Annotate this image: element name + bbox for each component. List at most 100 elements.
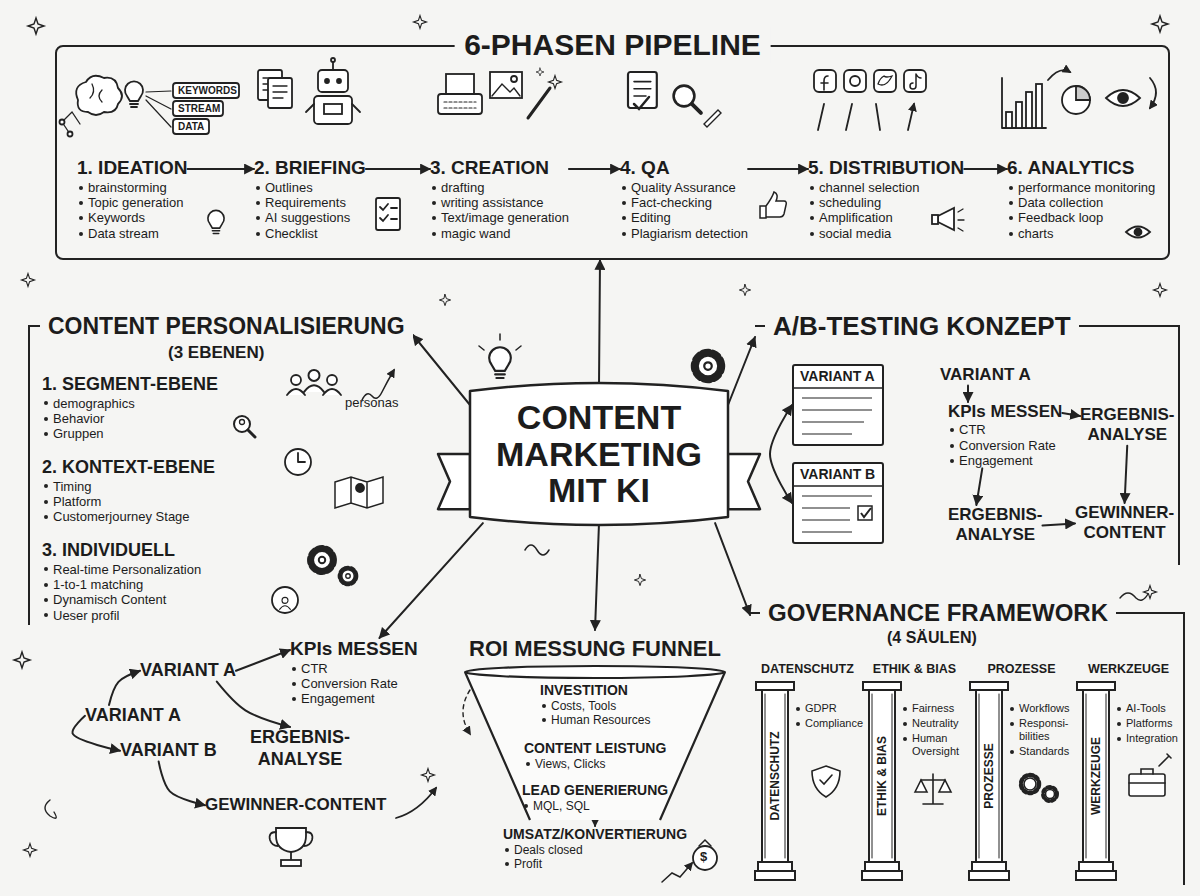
heading: PROZESSE bbox=[968, 662, 1075, 677]
connector-arrow bbox=[967, 385, 969, 402]
bullet-item: Platforms bbox=[1115, 717, 1182, 730]
connector-arrow bbox=[595, 523, 599, 630]
bullet-item: Fairness bbox=[901, 702, 968, 715]
connector-arrow bbox=[366, 168, 430, 170]
bullet-item: demographics bbox=[42, 396, 218, 411]
bullet-item: AI suggestions bbox=[254, 210, 366, 225]
icon-label: DATA bbox=[178, 120, 204, 133]
icon-label: personas bbox=[345, 396, 398, 409]
bullet-item: Outlines bbox=[254, 180, 366, 195]
connector-arrow bbox=[159, 762, 205, 806]
connector-arrow bbox=[217, 682, 290, 727]
phase-step: 1. IDEATIONbrainstormingTopic generation… bbox=[77, 157, 188, 241]
flow-step: ERGEBNIS- ANALYSE bbox=[1080, 405, 1174, 446]
bullet-item: Plagiarism detection bbox=[620, 226, 748, 241]
bullet-item: Views, Clicks bbox=[524, 757, 666, 771]
heading: KPIs MESSEN bbox=[948, 402, 1062, 422]
bullet-item: Editing bbox=[620, 210, 748, 225]
bullet-item: Timing bbox=[42, 479, 215, 494]
heading: ETHIK & BIAS bbox=[861, 662, 968, 677]
heading: 3. INDIVIDUELL bbox=[42, 540, 201, 562]
level-item: 3. INDIVIDUELLReal-time Personalization1… bbox=[42, 540, 201, 623]
heading: VARIANT B bbox=[120, 740, 217, 762]
heading: ERGEBNIS- ANALYSE bbox=[1080, 405, 1174, 446]
heading: ERGEBNIS- ANALYSE bbox=[948, 505, 1042, 546]
bullet-item: channel selection bbox=[808, 180, 964, 195]
bullet-item: performance monitoring bbox=[1007, 180, 1155, 195]
bullet-item: charts bbox=[1007, 226, 1155, 241]
phase-step: 4. QAQuality AssuranceFact-checkingEditi… bbox=[620, 157, 748, 241]
bullet-item: Integration bbox=[1115, 732, 1182, 745]
heading: GEWINNER-CONTENT bbox=[205, 795, 386, 815]
funnel-stage: CONTENT LEISTUNGViews, Clicks bbox=[524, 740, 666, 771]
bullet-item: Platform bbox=[42, 494, 215, 509]
flow-step: ERGEBNIS- ANALYSE bbox=[948, 505, 1042, 546]
bullet-item: CTR bbox=[948, 422, 1062, 437]
pillar: PROZESSEPROZESSEWorkflowsResponsi- bilit… bbox=[968, 662, 1075, 884]
bullet-item: Ueser profil bbox=[42, 608, 201, 623]
bullet-item: Behavior bbox=[42, 411, 218, 426]
section-title: CONTENT PERSONALISIERUNG bbox=[40, 313, 413, 341]
heading: 3. CREATION bbox=[430, 157, 569, 180]
bullet-item: Feedback loop bbox=[1007, 210, 1155, 225]
icon-label: KEYWORDS bbox=[178, 84, 237, 97]
bullet-item: Requirements bbox=[254, 195, 366, 210]
flow-step: KPIs MESSENCTRConversion RateEngagement bbox=[290, 638, 418, 707]
flow-step: GEWINNER-CONTENT bbox=[205, 795, 386, 815]
heading: GEWINNER- CONTENT bbox=[1075, 503, 1174, 544]
section-title: GOVERNANCE FRAMEWORK bbox=[760, 599, 1116, 628]
bullet-item: Human Resources bbox=[540, 713, 650, 727]
connector-arrow bbox=[236, 650, 290, 671]
connector-arrow bbox=[964, 168, 1007, 170]
heading: ROI MESSUNG FUNNEL bbox=[445, 636, 745, 662]
heading: VARIANT A bbox=[85, 705, 181, 727]
connector-arrow bbox=[379, 523, 482, 638]
heading: DATENSCHUTZ bbox=[754, 662, 861, 677]
subtitle: (3 EBENEN) bbox=[168, 343, 264, 363]
bullet-item: drafting bbox=[430, 180, 569, 195]
heading: VARIANT A bbox=[940, 365, 1031, 385]
flow-step: ERGEBNIS- ANALYSE bbox=[250, 727, 350, 770]
heading: 4. QA bbox=[620, 157, 748, 180]
center-banner: CONTENT MARKETING MIT KI bbox=[470, 385, 728, 523]
heading: 6. ANALYTICS bbox=[1007, 157, 1155, 180]
heading: VARIANT A bbox=[794, 366, 882, 385]
phase-step: 6. ANALYTICSperformance monitoringData c… bbox=[1007, 157, 1155, 241]
bullet-item: Human Oversight bbox=[901, 732, 968, 758]
pillar: DATENSCHUTZDATENSCHUTZGDPRCompliance bbox=[754, 662, 861, 884]
bullet-item: Engagement bbox=[948, 453, 1062, 468]
connector-arrow bbox=[1062, 413, 1080, 416]
bullet-item: Standards bbox=[1008, 745, 1075, 758]
pipeline-panel: 1. IDEATIONbrainstormingTopic generation… bbox=[55, 45, 1170, 260]
connector-arrow bbox=[1125, 446, 1128, 503]
bullet-item: Quality Assurance bbox=[620, 180, 748, 195]
section-region: DATENSCHUTZDATENSCHUTZGDPRComplianceETHI… bbox=[750, 612, 1185, 885]
bullet-item: Dynamisch Content bbox=[42, 592, 201, 607]
level-item: 2. KONTEXT-EBENETimingPlatformCustomerjo… bbox=[42, 457, 215, 525]
bullet-item: Profit bbox=[503, 857, 687, 871]
heading: LEAD GENERIERUNG bbox=[522, 782, 668, 799]
connector-arrow bbox=[728, 337, 755, 405]
bullet-list: AI-ToolsPlatformsIntegration bbox=[1115, 702, 1182, 747]
bullet-item: magic wand bbox=[430, 226, 569, 241]
section-region: 1. SEGMENT-EBENEdemographicsBehaviorGrup… bbox=[28, 325, 413, 625]
connector-arrow bbox=[715, 523, 750, 615]
flow-step: GEWINNER- CONTENT bbox=[1075, 503, 1174, 544]
bullet-item: MQL, SQL bbox=[522, 799, 668, 813]
heading: DATENSCHUTZ bbox=[768, 731, 782, 820]
icon-label: STREAM bbox=[178, 102, 220, 115]
flow-step: VARIANT A bbox=[940, 365, 1031, 385]
connector-arrow bbox=[109, 671, 140, 705]
heading: 2. KONTEXT-EBENE bbox=[42, 457, 215, 479]
bullet-list: FairnessNeutralityHuman Oversight bbox=[901, 702, 968, 760]
connector-arrow bbox=[569, 168, 620, 170]
bullet-item: Topic generation bbox=[77, 195, 188, 210]
bullet-item: brainstorming bbox=[77, 180, 188, 195]
bullet-item: Engagement bbox=[290, 691, 418, 706]
variant-card: VARIANT B bbox=[792, 462, 884, 544]
bullet-item: Gruppen bbox=[42, 426, 218, 441]
heading: 1. IDEATION bbox=[77, 157, 188, 180]
bullet-item: Checklist bbox=[254, 226, 366, 241]
heading: 2. BRIEFING bbox=[254, 157, 366, 180]
currency-symbol: $ bbox=[700, 850, 707, 863]
